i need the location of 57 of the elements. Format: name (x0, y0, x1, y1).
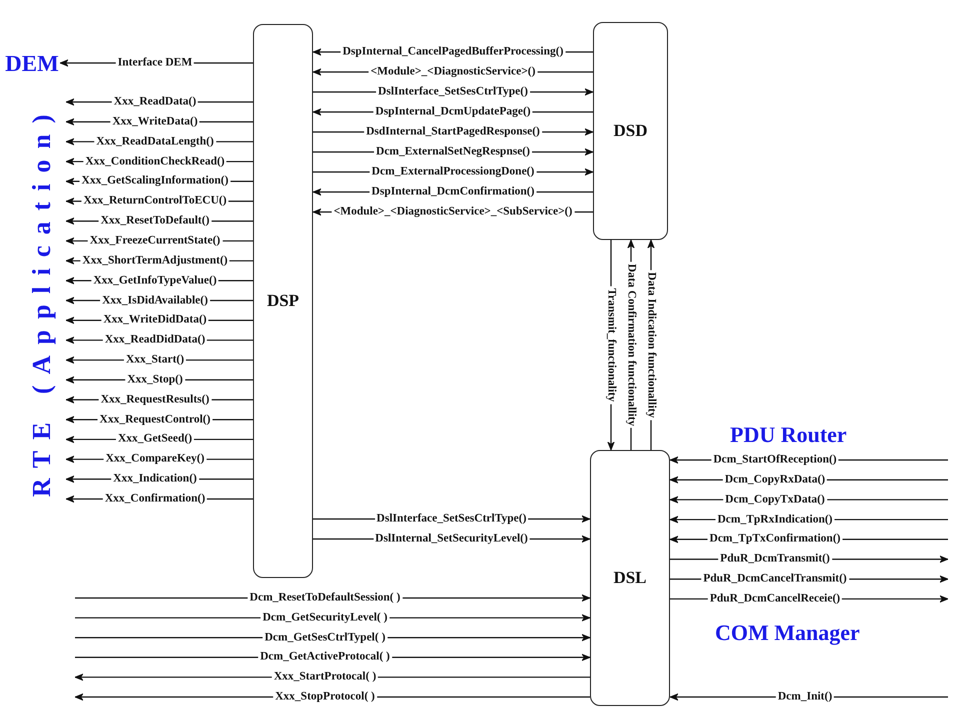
edge-label: Xxx_StopProtocol( ) (273, 690, 377, 704)
edge-label: DsdInternal_StartPagedResponse() (364, 126, 542, 138)
edge-label: Transmit_functionality (604, 286, 618, 404)
edge-label: Dcm_ResetToDefaultSession( ) (248, 592, 402, 604)
edge-label: Dcm_CopyRxData() (722, 473, 828, 486)
edge-label: Dcm_CopyTxData() (723, 493, 827, 506)
edge-label: Xxx_RequestControl() (98, 413, 212, 426)
edge-label: Xxx_Confirmation() (102, 492, 208, 506)
edge-label: PduR_DcmCancelTransmit() (701, 572, 849, 586)
edge-label: PduR_DcmCancelReceie() (708, 592, 842, 606)
edge-label: Dcm_GetActiveProtocal( ) (258, 650, 392, 664)
edge-label: Xxx_CompareKey() (104, 452, 206, 466)
edge-label: Dcm_Init() (776, 690, 834, 704)
edge-label: Xxx_GetInfoTypeValue() (91, 274, 219, 288)
edge-label: DslInterface_SetSesCtrlType() (376, 86, 530, 98)
edge-label: Xxx_Indication() (111, 472, 199, 486)
edge-label: Data Indication functionallity (644, 270, 658, 420)
edge-label: Dcm_TpRxIndication() (716, 513, 834, 526)
section-heading: PDU Router (730, 422, 847, 448)
edge-label: Xxx_GetScalingInformation() (80, 174, 230, 188)
edge-label: Dcm_TpTxConfirmation() (708, 532, 842, 546)
edge-label: Xxx_GetSeed() (116, 432, 194, 446)
edge-label: DslInternal_SetSecurityLevel() (373, 532, 530, 546)
module-box: DSL (590, 450, 670, 706)
edge-label: PduR_DcmTransmit() (718, 552, 832, 566)
edge-label: Dcm_ExternalSetNegRespnse() (374, 146, 532, 158)
edge-label: Xxx_WriteData() (110, 115, 200, 128)
edge-label: DspInternal_DcmUpdatePage() (373, 106, 533, 118)
edge-label: Xxx_ShortTermAdjustment() (80, 254, 230, 268)
edge-label: DspInternal_DcmConfirmation() (370, 186, 536, 198)
edge-label: Dcm_ExternalProcessiongDone() (370, 166, 536, 178)
edge-label: Xxx_ReadData() (112, 96, 198, 108)
section-heading: COM Manager (715, 620, 860, 646)
edge-label: Xxx_RequestResults() (98, 393, 212, 406)
edge-label: Data Confirmation functionallity (624, 262, 638, 428)
edge-label: Xxx_FreezeCurrentState() (88, 234, 222, 248)
edge-label: Xxx_StartProtocal( ) (272, 670, 378, 684)
module-box: DSD (593, 22, 668, 240)
module-heading: RTE (Application) (18, 92, 66, 508)
edge-label: <Module>_<DiagnosticService>() (368, 66, 538, 78)
module-box: DSP (253, 24, 313, 578)
edge-label: Xxx_ReadDataLength() (94, 135, 216, 148)
edge-label: Xxx_ResetToDefault() (98, 214, 212, 228)
edge-label: Dcm_GetSesCtrlTypel( ) (262, 631, 388, 644)
edge-label: Dcm_GetSecurityLevel( ) (260, 611, 390, 624)
edge-label: Xxx_ReadDidData() (102, 334, 208, 347)
edge-label: Xxx_ConditionCheckRead() (83, 155, 227, 168)
edge-label: DslInterface_SetSesCtrlType() (374, 512, 528, 526)
edge-label: <Module>_<DiagnosticService>_<SubService>() (332, 206, 574, 218)
edge-label: Xxx_Start() (124, 354, 186, 367)
edge-label: Xxx_IsDidAvailable() (100, 294, 210, 307)
edge-label: Xxx_Stop() (125, 373, 185, 386)
edge-label: DspInternal_CancelPagedBufferProcessing() (340, 46, 566, 58)
edge-label: Dcm_StartOfReception() (711, 454, 839, 466)
module-heading: DEM (4, 50, 60, 78)
edge-label: Xxx_WriteDidData() (101, 314, 209, 327)
edge-label: Xxx_ReturnControlToECU() (81, 194, 229, 208)
